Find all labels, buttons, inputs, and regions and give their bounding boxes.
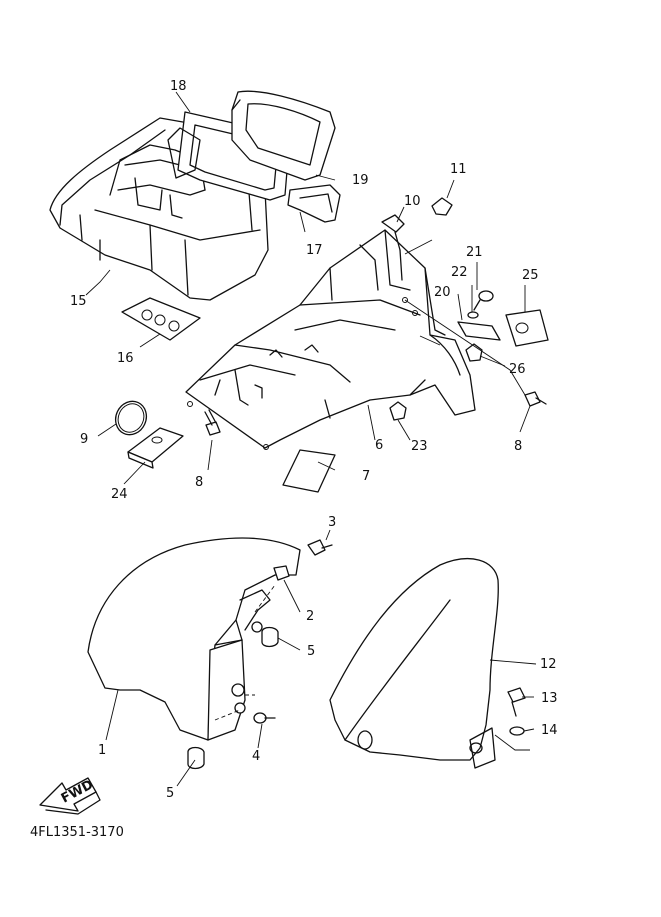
part-6-rear-fender <box>185 229 476 450</box>
callout-20: 20 <box>434 285 451 300</box>
part-26-nut <box>465 343 483 362</box>
callout-24: 24 <box>111 487 128 502</box>
callout-13: 13 <box>541 691 558 706</box>
drawing-code: 4FL1351-3170 <box>30 825 124 840</box>
part-9-o-ring <box>114 400 148 436</box>
part-1-front-fender <box>87 537 301 741</box>
part-23-nut <box>389 401 407 421</box>
callout-23: 23 <box>411 439 428 454</box>
callout-8-left: 8 <box>195 475 203 490</box>
callout-9: 9 <box>80 432 88 447</box>
part-12-fender-rear <box>329 558 499 769</box>
callout-19: 19 <box>352 173 369 188</box>
callout-14: 14 <box>541 723 558 738</box>
part-25-reflector <box>505 309 549 347</box>
part-22-washer <box>467 311 479 319</box>
callout-labels: 18 19 17 15 16 11 10 21 22 25 20 26 9 6 … <box>70 79 558 801</box>
callout-1: 1 <box>98 743 106 758</box>
part-21-screw <box>473 290 494 311</box>
callout-21: 21 <box>466 245 483 260</box>
callout-3: 3 <box>328 515 336 530</box>
part-5-collar-upper <box>261 626 279 648</box>
callout-17: 17 <box>306 243 323 258</box>
part-16-label <box>121 297 201 341</box>
callout-6: 6 <box>375 438 383 453</box>
callout-2: 2 <box>306 609 314 624</box>
part-3-bolt <box>307 539 333 556</box>
callout-12: 12 <box>540 657 557 672</box>
callout-15: 15 <box>70 294 87 309</box>
callout-5-lower: 5 <box>166 786 174 801</box>
part-5-collar-lower <box>187 746 205 770</box>
part-13-bolt <box>507 687 526 717</box>
part-11-grommet <box>431 197 453 216</box>
part-20-plate <box>457 321 501 341</box>
leader-lines <box>85 91 537 787</box>
part-8-bolt-right <box>524 391 547 407</box>
callout-10: 10 <box>404 194 421 209</box>
fwd-arrow-icon: FWD <box>39 777 101 815</box>
callout-25: 25 <box>522 268 539 283</box>
callout-4: 4 <box>252 749 260 764</box>
callout-26: 26 <box>509 362 526 377</box>
callout-7: 7 <box>362 469 370 484</box>
callout-8-right: 8 <box>514 439 522 454</box>
part-7-decal <box>282 449 336 493</box>
part-17-strip <box>287 184 341 223</box>
part-19-lens <box>231 90 336 181</box>
callout-5-upper: 5 <box>307 644 315 659</box>
callout-22: 22 <box>451 265 468 280</box>
callout-11: 11 <box>450 162 467 177</box>
part-4-screw <box>253 712 276 724</box>
part-24-pad <box>127 427 184 469</box>
part-2-nut <box>273 565 290 581</box>
part-14-washer <box>509 726 525 736</box>
callout-18: 18 <box>170 79 187 94</box>
part-8-bolt-left <box>204 409 221 436</box>
callout-16: 16 <box>117 351 134 366</box>
